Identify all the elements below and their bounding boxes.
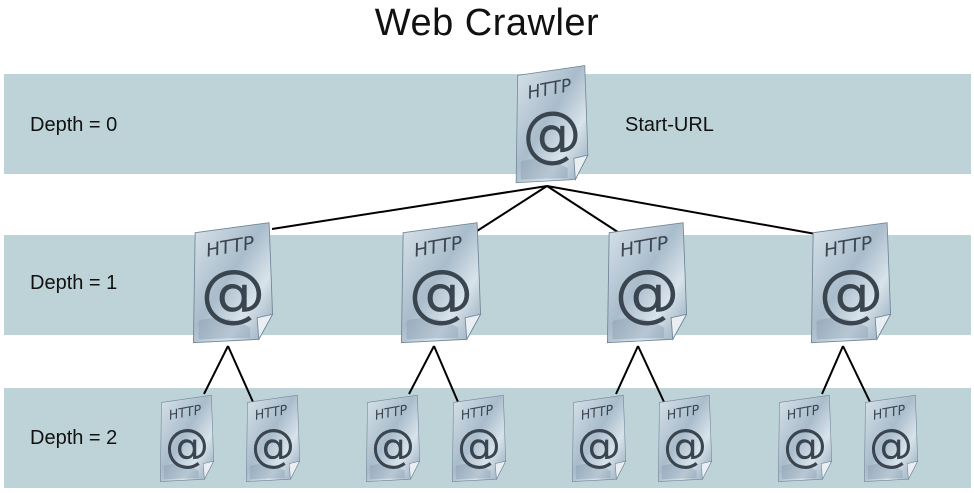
crawl-link — [546, 185, 628, 239]
at-symbol-icon: @ — [200, 256, 265, 330]
http-text: HTTP — [168, 403, 203, 424]
at-symbol-icon: @ — [783, 418, 827, 472]
http-text: HTTP — [580, 403, 615, 424]
http-document-icon: HTTP@ — [364, 394, 422, 484]
http-document-icon: HTTP@ — [513, 64, 591, 186]
http-document-icon: HTTP@ — [398, 221, 484, 346]
at-symbol-icon: @ — [614, 256, 679, 330]
crawl-link — [476, 185, 548, 232]
http-text: HTTP — [786, 403, 821, 424]
crawl-link — [271, 185, 548, 230]
http-text: HTTP — [254, 403, 289, 424]
depth-1-label: Depth = 1 — [30, 272, 118, 294]
at-symbol-icon: @ — [408, 256, 473, 330]
http-document-icon: HTTP@ — [776, 394, 834, 484]
crawl-link — [615, 345, 639, 395]
http-document-icon: HTTP@ — [158, 394, 216, 484]
diagram-title: Web Crawler — [374, 2, 600, 44]
http-text: HTTP — [460, 403, 495, 424]
at-symbol-icon: @ — [251, 418, 295, 472]
depth-0-band — [4, 74, 971, 174]
at-symbol-icon: @ — [165, 418, 209, 472]
http-text: HTTP — [666, 403, 701, 424]
crawl-link — [546, 185, 839, 239]
at-symbol-icon: @ — [371, 418, 415, 472]
at-symbol-icon: @ — [663, 418, 707, 472]
http-document-icon: HTTP@ — [808, 221, 894, 346]
http-document-icon: HTTP@ — [862, 394, 920, 484]
http-document-icon: HTTP@ — [244, 394, 302, 484]
at-symbol-icon: @ — [522, 99, 581, 170]
crawl-link — [821, 345, 844, 395]
start-url-label: Start-URL — [625, 114, 714, 136]
http-document-icon: HTTP@ — [604, 221, 690, 346]
at-symbol-icon: @ — [577, 418, 621, 472]
http-text: HTTP — [872, 403, 907, 424]
depth-0-label: Depth = 0 — [30, 114, 118, 136]
at-symbol-icon: @ — [869, 418, 913, 472]
crawl-link — [408, 345, 435, 395]
at-symbol-icon: @ — [457, 418, 501, 472]
http-document-icon: HTTP@ — [570, 394, 628, 484]
http-document-icon: HTTP@ — [450, 394, 508, 484]
depth-1-band — [4, 235, 971, 335]
crawl-link — [227, 345, 254, 403]
at-symbol-icon: @ — [818, 256, 883, 330]
http-document-icon: HTTP@ — [190, 221, 276, 346]
crawl-link — [842, 345, 871, 403]
http-document-icon: HTTP@ — [656, 394, 714, 484]
crawl-link — [203, 345, 229, 395]
crawl-link — [433, 345, 459, 403]
crawl-link — [637, 345, 665, 403]
http-text: HTTP — [374, 403, 409, 424]
depth-2-label: Depth = 2 — [30, 427, 118, 449]
